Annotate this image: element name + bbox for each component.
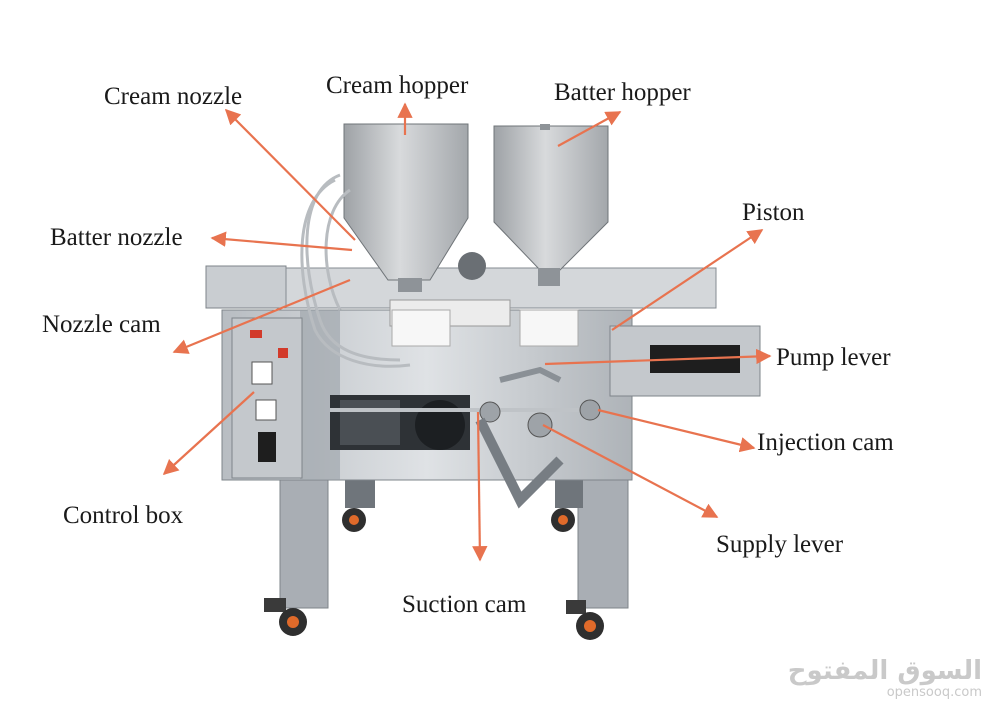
arrow-batter-hopper bbox=[557, 111, 622, 147]
watermark-logo: السوق المفتوح opensooq.com bbox=[787, 655, 982, 700]
watermark-latin: opensooq.com bbox=[886, 685, 982, 700]
label-piston: Piston bbox=[742, 199, 805, 226]
cream-hopper bbox=[343, 123, 469, 292]
arrow-cream-nozzle bbox=[224, 108, 356, 241]
batter-hopper bbox=[493, 124, 609, 286]
arrow-injection-cam bbox=[597, 408, 756, 453]
machine-legs bbox=[279, 477, 629, 609]
arrow-pump-lever bbox=[544, 348, 772, 366]
arrow-piston bbox=[611, 229, 764, 331]
label-pump-lever: Pump lever bbox=[776, 344, 891, 371]
arrow-control-box bbox=[162, 391, 255, 476]
label-control-box: Control box bbox=[63, 502, 184, 529]
label-supply-lever: Supply lever bbox=[716, 531, 844, 558]
label-cream-nozzle: Cream nozzle bbox=[104, 83, 243, 110]
label-injection-cam: Injection cam bbox=[757, 429, 894, 456]
arrow-supply-lever bbox=[542, 424, 719, 518]
arrow-batter-nozzle bbox=[210, 231, 353, 252]
top-deck bbox=[205, 252, 761, 397]
label-cream-hopper: Cream hopper bbox=[326, 72, 469, 99]
label-nozzle-cam: Nozzle cam bbox=[42, 311, 161, 338]
arrow-suction-cam bbox=[472, 411, 488, 562]
callout-arrows bbox=[162, 102, 772, 562]
control-box bbox=[231, 317, 303, 479]
arrow-nozzle-cam bbox=[172, 278, 351, 354]
tubes bbox=[300, 173, 411, 368]
label-batter-hopper: Batter hopper bbox=[554, 79, 691, 106]
caster-wheels bbox=[264, 508, 604, 640]
label-batter-nozzle: Batter nozzle bbox=[50, 224, 183, 251]
label-suction-cam: Suction cam bbox=[402, 591, 527, 618]
watermark-arabic: السوق المفتوح bbox=[787, 655, 982, 686]
